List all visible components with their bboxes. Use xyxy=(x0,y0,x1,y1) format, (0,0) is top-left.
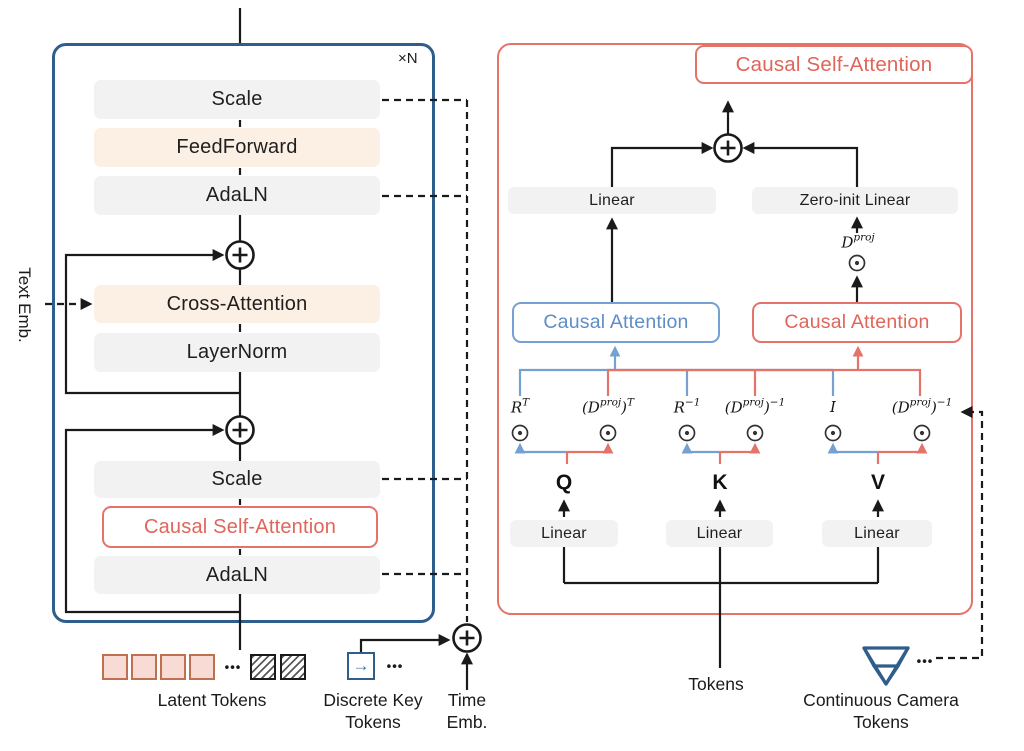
math-label-rt: RT xyxy=(510,396,530,417)
feedforward-block: FeedForward xyxy=(94,128,380,167)
cross-attention-block: Cross-Attention xyxy=(94,285,380,323)
causal-self-attention-panel xyxy=(497,43,973,615)
discrete-key-tokens-label: Discrete Key Tokens xyxy=(323,689,422,733)
ellipsis: ••• xyxy=(224,659,242,675)
time-emb-label: Time Emb. xyxy=(447,689,488,733)
discrete-key-line2: Tokens xyxy=(345,712,401,732)
time-line2: Emb. xyxy=(446,712,488,732)
math-label-r-inv: R−1 xyxy=(673,396,701,417)
black-wires xyxy=(64,8,884,690)
math-label-dproj-inv: (Dproj)−1 xyxy=(724,396,786,417)
scale-top-block: Scale xyxy=(94,80,380,119)
discrete-key-token-icon: → xyxy=(347,652,375,680)
add-icon xyxy=(225,133,743,653)
v-label: V xyxy=(870,471,886,494)
adaln-top-block: AdaLN xyxy=(94,176,380,215)
camera-line1: Continuous Camera xyxy=(803,690,959,710)
layernorm-block: LayerNorm xyxy=(94,333,380,372)
math-label-dproj-inv-v: (Dproj)−1 xyxy=(891,396,953,417)
latent-token xyxy=(131,654,157,680)
ellipsis: ••• xyxy=(916,653,934,669)
adaln-bottom-block: AdaLN xyxy=(94,556,380,594)
right-arrow-icon: → xyxy=(352,656,370,675)
masked-token xyxy=(280,654,306,680)
causal-attention-red-block: Causal Attention xyxy=(752,302,962,343)
causal-self-attention-block: Causal Self-Attention xyxy=(102,506,378,548)
transformer-block-panel xyxy=(52,43,435,623)
text-emb-label: Text Emb. xyxy=(15,267,34,343)
linear-q-block: Linear xyxy=(510,520,618,547)
repeat-count-badge: ×N xyxy=(398,50,418,67)
zero-init-linear-block: Zero-init Linear xyxy=(752,187,958,214)
k-label: K xyxy=(712,471,728,494)
scale-bottom-block: Scale xyxy=(94,461,380,498)
latent-token xyxy=(189,654,215,680)
time-line1: Time xyxy=(447,690,487,710)
camera-line2: Tokens xyxy=(853,712,909,732)
discrete-key-line1: Discrete Key xyxy=(323,690,423,710)
causal-self-attention-title: Causal Self-Attention xyxy=(695,45,973,84)
latent-token xyxy=(160,654,186,680)
red-wires xyxy=(565,345,922,464)
masked-token xyxy=(250,654,276,680)
linear-v-block: Linear xyxy=(822,520,932,547)
linear-k-block: Linear xyxy=(666,520,773,547)
dashed-wires xyxy=(45,98,984,660)
odot-icon xyxy=(511,254,931,442)
math-label-identity: I xyxy=(830,398,836,416)
blue-wires xyxy=(514,345,878,454)
latent-token xyxy=(102,654,128,680)
linear-output-block: Linear xyxy=(508,187,716,214)
dproj-label: Dproj xyxy=(841,231,875,252)
causal-attention-blue-block: Causal Attention xyxy=(512,302,720,343)
continuous-camera-tokens-label: Continuous Camera Tokens xyxy=(803,689,959,733)
tokens-label: Tokens xyxy=(688,674,744,694)
latent-tokens-label: Latent Tokens xyxy=(157,690,267,710)
ellipsis: ••• xyxy=(386,658,404,674)
q-label: Q xyxy=(555,471,573,494)
math-label-dproj-t: (Dproj)T xyxy=(581,396,635,417)
camera-frustum-icon xyxy=(862,646,910,686)
